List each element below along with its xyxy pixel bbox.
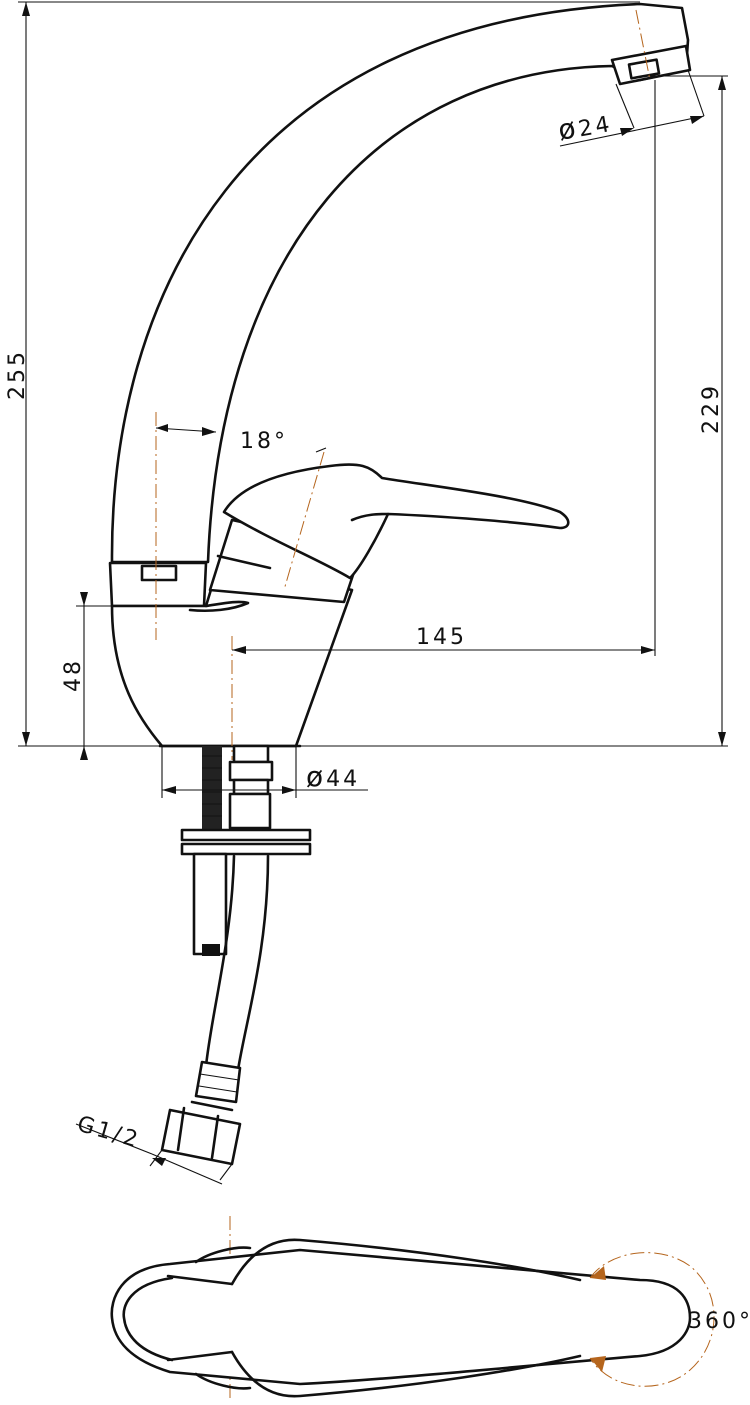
top-view-body <box>110 1248 692 1386</box>
rotation-arrow-bottom <box>590 1356 606 1372</box>
label-base-value: 44 <box>326 767 360 792</box>
label-spout-angle: 18° <box>240 429 288 454</box>
lever-inner-line <box>350 512 390 522</box>
top-view-lever <box>230 1238 582 1398</box>
diameter-symbol-2: ø <box>306 760 326 793</box>
rotation-arc <box>589 1252 715 1387</box>
label-total-height: 255 <box>5 349 30 400</box>
label-body-height: 48 <box>61 658 86 692</box>
flexible-hose-outer <box>236 854 270 1072</box>
swivel-ring-notch <box>140 564 178 582</box>
faucet-top-view <box>110 1238 715 1398</box>
spout <box>110 2 690 564</box>
faucet-side-view <box>108 2 692 1166</box>
mounting-nut <box>192 852 228 956</box>
body-curve <box>188 600 250 613</box>
lever-handle <box>222 463 570 580</box>
dimension-labels: 255 229 145 48 ø24 ø44 18° G1/2 360° <box>5 105 750 1334</box>
mounting-plate <box>180 828 312 856</box>
cartridge-line <box>216 554 272 570</box>
swivel-ring <box>108 561 208 608</box>
hose-crimp <box>194 1060 242 1104</box>
dimension-lines <box>18 1 728 1185</box>
top-view-outline <box>122 1276 174 1362</box>
label-base-diameter: ø44 <box>306 760 360 793</box>
diameter-symbol-1: ø <box>555 111 581 147</box>
label-spout-height: 229 <box>699 383 724 434</box>
threaded-stud <box>202 746 222 830</box>
thread-marks <box>202 755 222 817</box>
label-rotation: 360° <box>688 1309 750 1334</box>
label-reach: 145 <box>416 625 467 650</box>
label-thread: G1/2 <box>74 1112 143 1154</box>
mounting-nut-cap <box>202 944 220 956</box>
rotation-arrow-top <box>590 1266 606 1280</box>
hose-fitting-top <box>228 744 274 830</box>
hose-nut <box>160 1108 242 1166</box>
faucet-body <box>110 558 354 748</box>
label-aerator-value: 24 <box>577 112 615 143</box>
flexible-hose <box>204 854 236 1068</box>
aerator-insert <box>627 58 661 80</box>
label-aerator-diameter: ø24 <box>555 105 614 147</box>
